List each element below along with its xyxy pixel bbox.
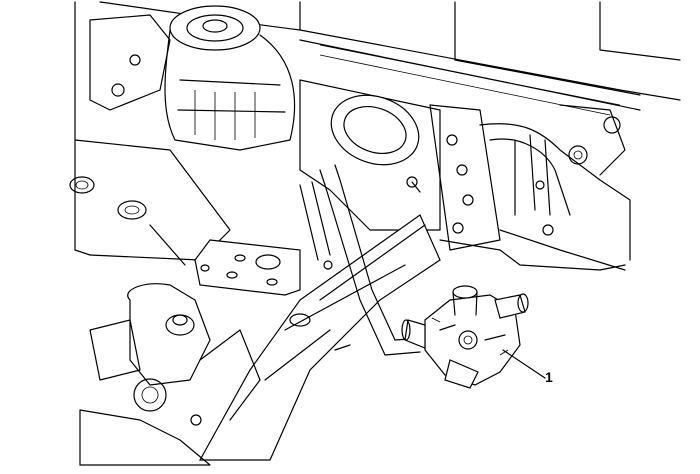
fender-panel	[69, 139, 231, 266]
callout-leader-line	[502, 349, 546, 379]
bulkhead	[299, 79, 441, 231]
engine-components-right	[429, 104, 631, 271]
engine-mount	[79, 283, 261, 466]
frame-rail	[198, 214, 441, 461]
callout-label-1: 1	[545, 369, 553, 385]
strut-tower	[89, 5, 296, 151]
component-1-housing	[401, 285, 529, 389]
bracket-plate	[194, 239, 301, 296]
